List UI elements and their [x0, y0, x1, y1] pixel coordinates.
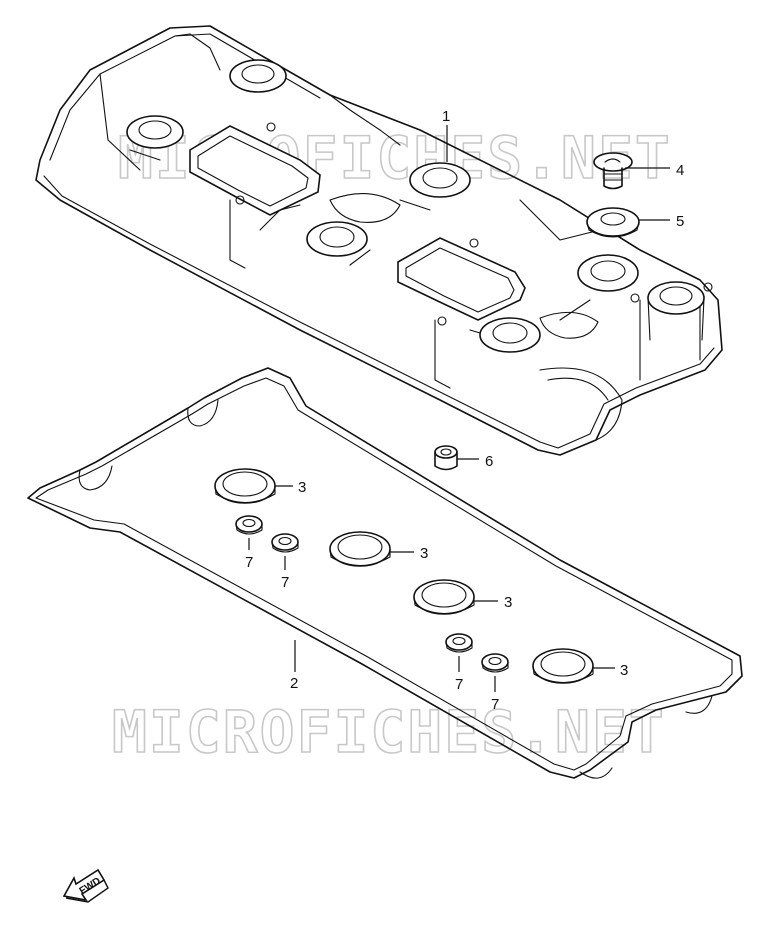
- callout-3d: 3: [620, 662, 628, 679]
- boss-4: [306, 221, 368, 257]
- part-2-gasket: [27, 367, 743, 779]
- cylinder-head-cover: [35, 25, 723, 456]
- callout-3a: 3: [298, 479, 306, 496]
- part-7-ring-b: [271, 533, 299, 553]
- part-7-ring-c: [445, 633, 473, 653]
- boss-6: [479, 317, 541, 353]
- part-7-ring-a: [235, 515, 263, 535]
- callout-2: 2: [290, 675, 298, 692]
- fwd-arrow-icon: FWD: [62, 868, 109, 903]
- part-3-seal-c: [413, 579, 475, 615]
- boss-5: [577, 254, 639, 292]
- part-3-seal-d: [532, 648, 594, 684]
- part-7-ring-d: [481, 653, 509, 673]
- callout-4: 4: [676, 162, 684, 179]
- watermark-bottom: MICROFICHES.NET: [112, 698, 666, 766]
- part-3-seal-b: [329, 531, 391, 567]
- callout-7a: 7: [245, 554, 253, 571]
- boss-breather: [647, 281, 705, 341]
- callout-3c: 3: [504, 594, 512, 611]
- callout-3b: 3: [420, 545, 428, 562]
- callout-7b: 7: [281, 574, 289, 591]
- callout-1: 1: [442, 108, 450, 125]
- part-3-seal-a: [214, 468, 276, 504]
- part-6-dowel: [434, 445, 458, 471]
- boss-1: [229, 59, 287, 93]
- part-4-bolt: [593, 152, 633, 190]
- callout-6: 6: [485, 453, 493, 470]
- callout-7c: 7: [455, 676, 463, 693]
- part-5-grommet: [586, 207, 640, 238]
- leader-lines: [248, 125, 670, 692]
- callout-5: 5: [676, 213, 684, 230]
- callout-7d: 7: [491, 696, 499, 713]
- boss-3: [409, 162, 471, 198]
- boss-2: [126, 115, 184, 149]
